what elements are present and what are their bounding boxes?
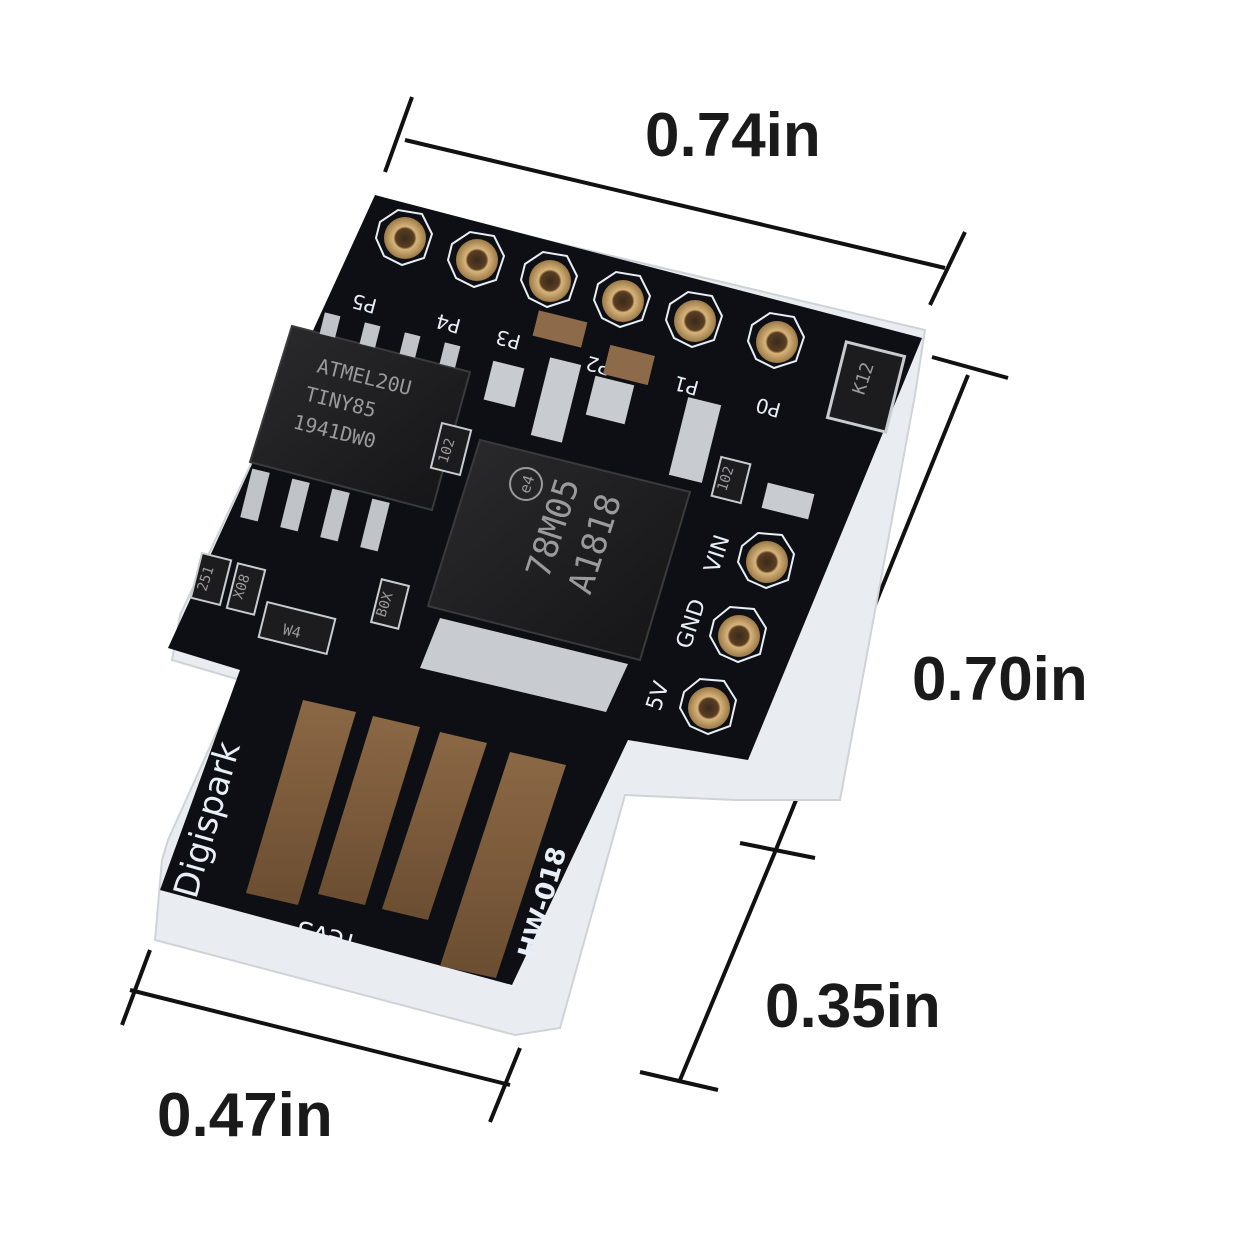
component-code-w4: W4 [281,620,303,642]
smd-components: K12 102 102 251 X08 B0X W4 [189,310,907,656]
usb-contact [246,700,356,905]
usb-width-label: 0.47in [157,1081,333,1150]
resistor-b0x [369,578,411,630]
usb-width-tick-right [488,1047,522,1123]
top-width-label: 0.74in [645,101,821,170]
resistor-251 [189,551,233,607]
usb-contact [440,752,566,978]
component-code-251: 251 [195,564,218,593]
pad-vin[interactable] [736,531,796,590]
component-code-102a: 102 [436,436,459,465]
pad-p1[interactable] [664,290,724,349]
usb-length-line [678,851,777,1081]
capacitor [585,375,635,425]
capacitor [603,344,655,386]
board-height-tick-bottom [739,841,816,860]
regulator-mark: e4 [516,473,539,496]
usb-contact [382,732,487,920]
usb-length-label: 0.35in [765,972,941,1041]
resistor-102 [429,421,473,477]
led [483,360,525,408]
top-width-tick-left [383,96,414,173]
regulator-tab [420,618,628,712]
attiny85-chip: ATMEL20U TINY85 1941DW0 [240,312,472,552]
component-code-b0x: B0X [374,590,397,620]
pad-gnd[interactable] [708,605,768,664]
board-height-tick-top [931,355,1009,380]
led [761,482,815,520]
usb-contacts [246,700,566,978]
zener-w4 [257,600,337,656]
pad-p5[interactable] [374,208,434,267]
pad-p2[interactable] [592,270,652,329]
capacitor [532,310,588,348]
component-code-x08: X08 [231,572,254,601]
resistor-x08 [225,562,267,616]
voltage-regulator: e4 78M05 A1818 [420,438,692,712]
top-width-line [404,138,946,270]
diode-k12 [825,340,907,434]
board-height-label: 0.70in [912,645,1088,714]
pad-p4[interactable] [446,230,506,289]
pad-p3[interactable] [519,250,579,309]
usb-length-tick-bottom [639,1070,719,1092]
usb-width-tick-left [120,949,152,1026]
resistor-102 [710,455,752,505]
pad-5v[interactable] [678,677,738,736]
side-header [678,531,796,736]
diode [530,357,582,443]
top-header [374,208,806,370]
component-code-102b: 102 [715,464,738,493]
pad-p0[interactable] [746,311,806,370]
top-width-tick-right [928,231,967,306]
diode [668,397,722,483]
digispark-board: P5 P4 P3 P2 P1 P0 VIN GND 5V [153,195,927,1037]
usb-contact [318,716,420,905]
usb-width-line [129,988,511,1087]
chip-legs [240,312,461,552]
